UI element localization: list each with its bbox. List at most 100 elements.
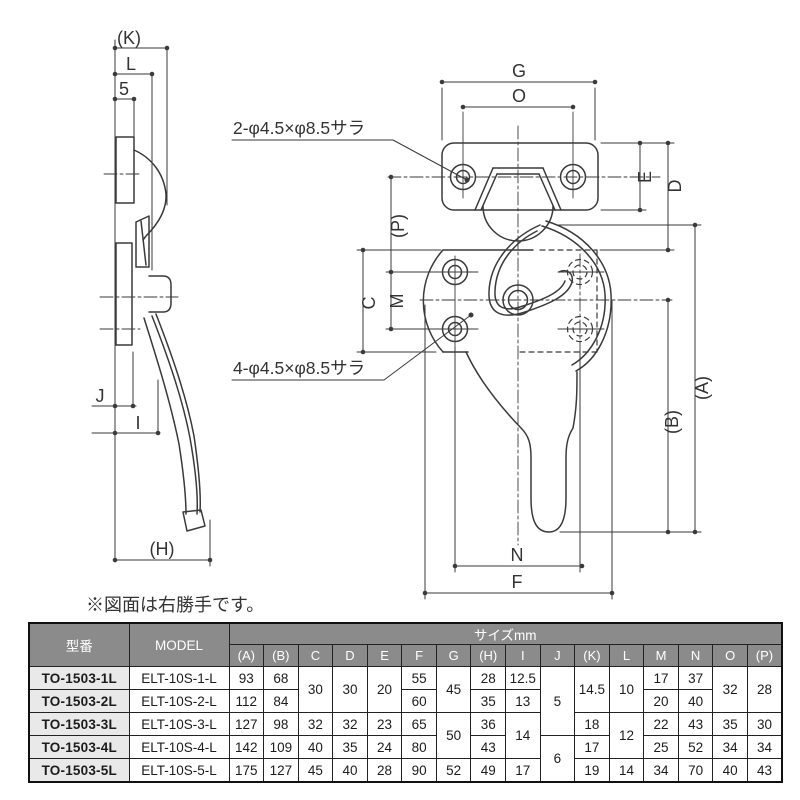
cell-a: 142	[228, 735, 265, 759]
cell-b: 68	[263, 666, 299, 690]
model-cell: ELT-10S-3-L	[128, 712, 230, 736]
col-header-f: F	[401, 644, 437, 667]
col-header-p: (P)	[746, 644, 783, 667]
cell-p: 28	[746, 666, 783, 713]
cell-b: 84	[263, 689, 299, 713]
cell-e: 28	[366, 758, 403, 783]
dim-label-p: (P)	[388, 214, 408, 238]
cell-f: 80	[401, 735, 437, 759]
cell-i: 13	[505, 689, 541, 713]
model-cell: ELT-10S-4-L	[128, 735, 230, 759]
dim-label-k: (K)	[117, 28, 141, 48]
col-header-g: G	[435, 644, 472, 667]
col-header-h: (H)	[470, 644, 506, 667]
dimension-labels: (K) L 5 J I (H) G O E D (P) M C (A) (B) …	[86, 28, 712, 615]
cell-g: 52	[435, 758, 472, 783]
model-cell: ELT-10S-2-L	[128, 689, 230, 713]
dim-label-n: N	[511, 545, 524, 565]
cell-e: 24	[366, 735, 403, 759]
dim-label-o: O	[512, 86, 526, 106]
cell-g: 45	[435, 666, 472, 713]
model-cell: ELT-10S-5-L	[128, 758, 230, 783]
cell-l: 14	[608, 758, 645, 783]
model-no-cell: TO-1503-4L	[28, 735, 130, 759]
cell-d: 40	[332, 758, 368, 783]
cell-a: 93	[228, 666, 265, 690]
col-header-n: N	[677, 644, 714, 667]
model-no-cell: TO-1503-2L	[28, 689, 130, 713]
cell-e: 23	[366, 712, 403, 736]
cell-k: 14.5	[574, 666, 610, 713]
front-view-drawing	[231, 81, 702, 600]
cell-j: 5	[539, 666, 576, 736]
dim-label-5: 5	[119, 79, 129, 99]
spec-row-2: TO-1503-2L ELT-10S-2-L 112 84 60 35 13 2…	[28, 689, 782, 713]
cell-e: 20	[366, 666, 403, 713]
cell-c: 32	[297, 712, 334, 736]
col-header-l: L	[608, 644, 645, 667]
cell-i: 17	[505, 758, 541, 783]
cell-n: 52	[677, 735, 714, 759]
dim-label-h: (H)	[150, 539, 175, 559]
dim-label-i: I	[135, 413, 140, 433]
spec-row-3: TO-1503-3L ELT-10S-3-L 127 98 32 32 23 6…	[28, 712, 783, 759]
spec-row-4: TO-1503-4L ELT-10S-4-L 142 109 40 35 24 …	[28, 735, 783, 783]
dimension-end-dots	[112, 45, 698, 596]
cell-m: 22	[643, 712, 679, 736]
callout-leaders	[231, 139, 472, 381]
cell-k: 17	[574, 735, 610, 759]
cell-k: 18	[574, 712, 610, 736]
cell-i: 12.5	[505, 666, 541, 690]
cell-h: 28	[470, 666, 506, 690]
cell-a: 112	[228, 689, 265, 713]
cell-h: 49	[470, 758, 506, 783]
cell-o: 34	[712, 735, 748, 759]
col-header-i: I	[505, 644, 541, 667]
spec-table-wrap: 型番 MODEL サイズmm (A) (B) C D E F G (H) I J…	[28, 622, 783, 783]
cell-o: 32	[712, 666, 748, 713]
cell-d: 32	[332, 712, 368, 736]
cell-m: 34	[643, 758, 679, 783]
col-header-d: D	[332, 644, 368, 667]
dim-label-g: G	[512, 61, 526, 81]
col-header-a: (A)	[228, 644, 265, 667]
cell-b: 127	[263, 758, 299, 783]
cell-n: 37	[677, 666, 714, 690]
dim-label-l: L	[126, 54, 136, 74]
col-header-size: サイズmm	[228, 622, 783, 645]
dim-label-a: (A)	[692, 376, 712, 400]
cell-l: 10	[608, 666, 645, 713]
cell-m: 20	[643, 689, 679, 713]
col-header-e: E	[366, 644, 403, 667]
cell-m: 25	[643, 735, 679, 759]
dim-label-f: F	[512, 572, 523, 592]
cell-h: 35	[470, 689, 506, 713]
cell-m: 17	[643, 666, 679, 690]
col-header-b: (B)	[263, 644, 299, 667]
dim-label-b: (B)	[662, 410, 682, 434]
cell-n: 40	[677, 689, 714, 713]
cell-f: 65	[401, 712, 437, 736]
col-header-j: J	[539, 644, 576, 667]
cell-c: 30	[297, 666, 334, 713]
hole-callout-top: 2-φ4.5×φ8.5サラ	[233, 118, 365, 138]
cell-p: 43	[746, 758, 783, 783]
technical-drawing: (K) L 5 J I (H) G O E D (P) M C (A) (B) …	[86, 28, 712, 615]
col-header-model-no: 型番	[28, 622, 130, 667]
dim-label-j: J	[96, 386, 105, 406]
cell-n: 70	[677, 758, 714, 783]
dim-label-d: D	[665, 180, 685, 193]
cell-h: 43	[470, 735, 506, 759]
cell-a: 127	[228, 712, 265, 736]
dim-label-c: C	[359, 297, 379, 310]
dim-label-m: M	[387, 294, 407, 309]
spec-row-1: TO-1503-1L ELT-10S-1-L 93 68 30 30 20 55…	[28, 666, 783, 736]
col-header-k: (K)	[574, 644, 610, 667]
cell-i: 14	[505, 712, 541, 759]
drawing-note: ※図面は右勝手です。	[86, 595, 264, 615]
model-no-cell: TO-1503-3L	[28, 712, 130, 736]
col-header-o: O	[712, 644, 748, 667]
cell-p: 34	[746, 735, 783, 759]
cell-g: 50	[435, 712, 472, 759]
cell-k: 19	[574, 758, 610, 783]
